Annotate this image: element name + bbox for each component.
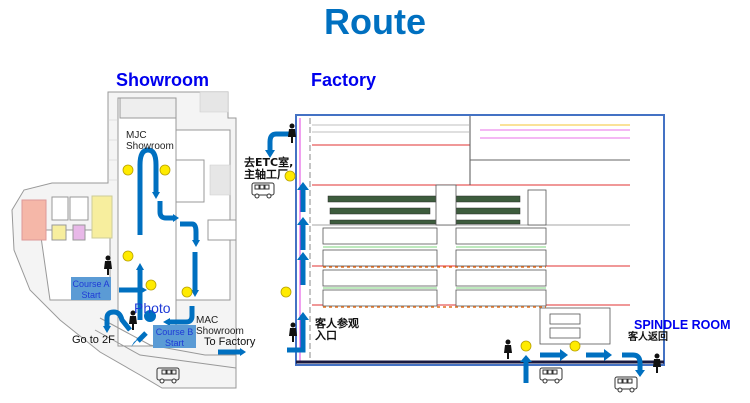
to-factory-label: To Factory xyxy=(204,336,256,348)
arrowhead-icon xyxy=(297,217,309,225)
arrowhead-icon xyxy=(103,326,111,333)
arrowhead-icon xyxy=(140,286,147,294)
bus-icon xyxy=(614,376,638,393)
visitor-entry-label: 客人参观 入口 xyxy=(315,318,359,342)
arrowhead-icon xyxy=(173,214,179,222)
photo-spot-icon xyxy=(144,310,156,322)
yellow-marker-icon xyxy=(569,340,581,352)
factory-markers xyxy=(280,170,581,352)
showroom-floorplan xyxy=(11,91,237,389)
arrowhead-icon xyxy=(240,348,246,356)
yellow-marker-icon xyxy=(181,286,193,298)
yellow-marker-icon xyxy=(122,250,134,262)
course-b-start-label: Start xyxy=(164,338,184,348)
factory-people xyxy=(288,123,661,373)
showroom-markers xyxy=(122,164,193,298)
arrowhead-icon xyxy=(136,263,144,270)
course-a-start-label: Start xyxy=(81,290,101,300)
arrowhead-icon xyxy=(635,370,645,377)
mac-showroom-label: MAC Showroom xyxy=(196,315,244,337)
spindle-room-label: SPINDLE ROOM xyxy=(634,318,731,332)
course-a-start-box: Course A Start xyxy=(71,277,111,300)
go-to-2f-label: Go to 2F xyxy=(72,334,115,346)
visitor-entry-line1: 客人参观 xyxy=(315,317,359,330)
entry-arrow xyxy=(287,320,306,353)
arrowhead-icon xyxy=(163,318,170,326)
mjc-showroom-label: MJC Showroom xyxy=(126,130,174,152)
arrowhead-icon xyxy=(297,252,309,260)
route-arrow xyxy=(157,201,174,221)
factory-arrowheads xyxy=(265,150,645,377)
factory-route-arrows xyxy=(267,131,643,383)
arrowhead-icon xyxy=(192,240,200,247)
bus-icon xyxy=(539,367,563,384)
showroom-people xyxy=(104,255,137,330)
arrowhead-icon xyxy=(560,349,568,361)
course-a-label: Course A xyxy=(72,279,110,289)
page-title: Route xyxy=(324,1,426,42)
yellow-marker-icon xyxy=(284,170,296,182)
arrowhead-icon xyxy=(191,290,199,297)
visitor-return-label: 客人返回 xyxy=(628,332,668,343)
factory-floorplan xyxy=(295,114,665,366)
yellow-marker-icon xyxy=(520,340,532,352)
bus-icon xyxy=(156,367,180,384)
visitor-entry-line2: 入口 xyxy=(315,329,337,342)
showroom-route-arrows xyxy=(104,147,240,355)
go-2f-arrow xyxy=(104,309,132,332)
showroom-arrowheads xyxy=(103,192,246,356)
arrowhead-icon xyxy=(297,182,309,190)
arrowhead-icon xyxy=(520,355,532,362)
arrowhead-icon xyxy=(265,150,275,158)
person-icon xyxy=(104,255,112,275)
showroom-heading: Showroom xyxy=(116,70,209,90)
to-etc-line2: 主轴工厂 xyxy=(244,168,288,181)
bus-icon xyxy=(251,182,275,199)
to-etc-arrow xyxy=(267,131,289,150)
arrowhead-icon xyxy=(131,337,140,347)
showroom-hatch xyxy=(108,91,231,196)
person-icon xyxy=(504,339,512,359)
to-etc-label: 去ETC室, 主轴工厂 xyxy=(244,157,293,181)
yellow-marker-icon xyxy=(159,164,171,176)
course-b-label: Course B xyxy=(155,327,194,337)
person-icon xyxy=(289,322,297,342)
route-arrow xyxy=(136,331,148,343)
to-etc-line1: 去ETC室, xyxy=(244,156,294,169)
arrowhead-icon xyxy=(297,312,309,320)
yellow-marker-icon xyxy=(280,286,292,298)
yellow-marker-icon xyxy=(122,164,134,176)
person-icon xyxy=(653,353,661,373)
arrowhead-icon xyxy=(152,192,160,199)
person-icon xyxy=(129,310,137,330)
person-icon xyxy=(288,123,296,143)
route-arrow xyxy=(170,306,195,325)
mjc-loop-arrow xyxy=(137,147,159,235)
course-b-start-box: Course B Start xyxy=(153,325,196,348)
photo-label: Photo xyxy=(134,300,171,316)
route-arrow xyxy=(180,221,199,240)
arrowhead-icon xyxy=(604,349,612,361)
return-arrow xyxy=(622,352,643,370)
yellow-marker-icon xyxy=(145,279,157,291)
factory-heading: Factory xyxy=(311,70,377,90)
